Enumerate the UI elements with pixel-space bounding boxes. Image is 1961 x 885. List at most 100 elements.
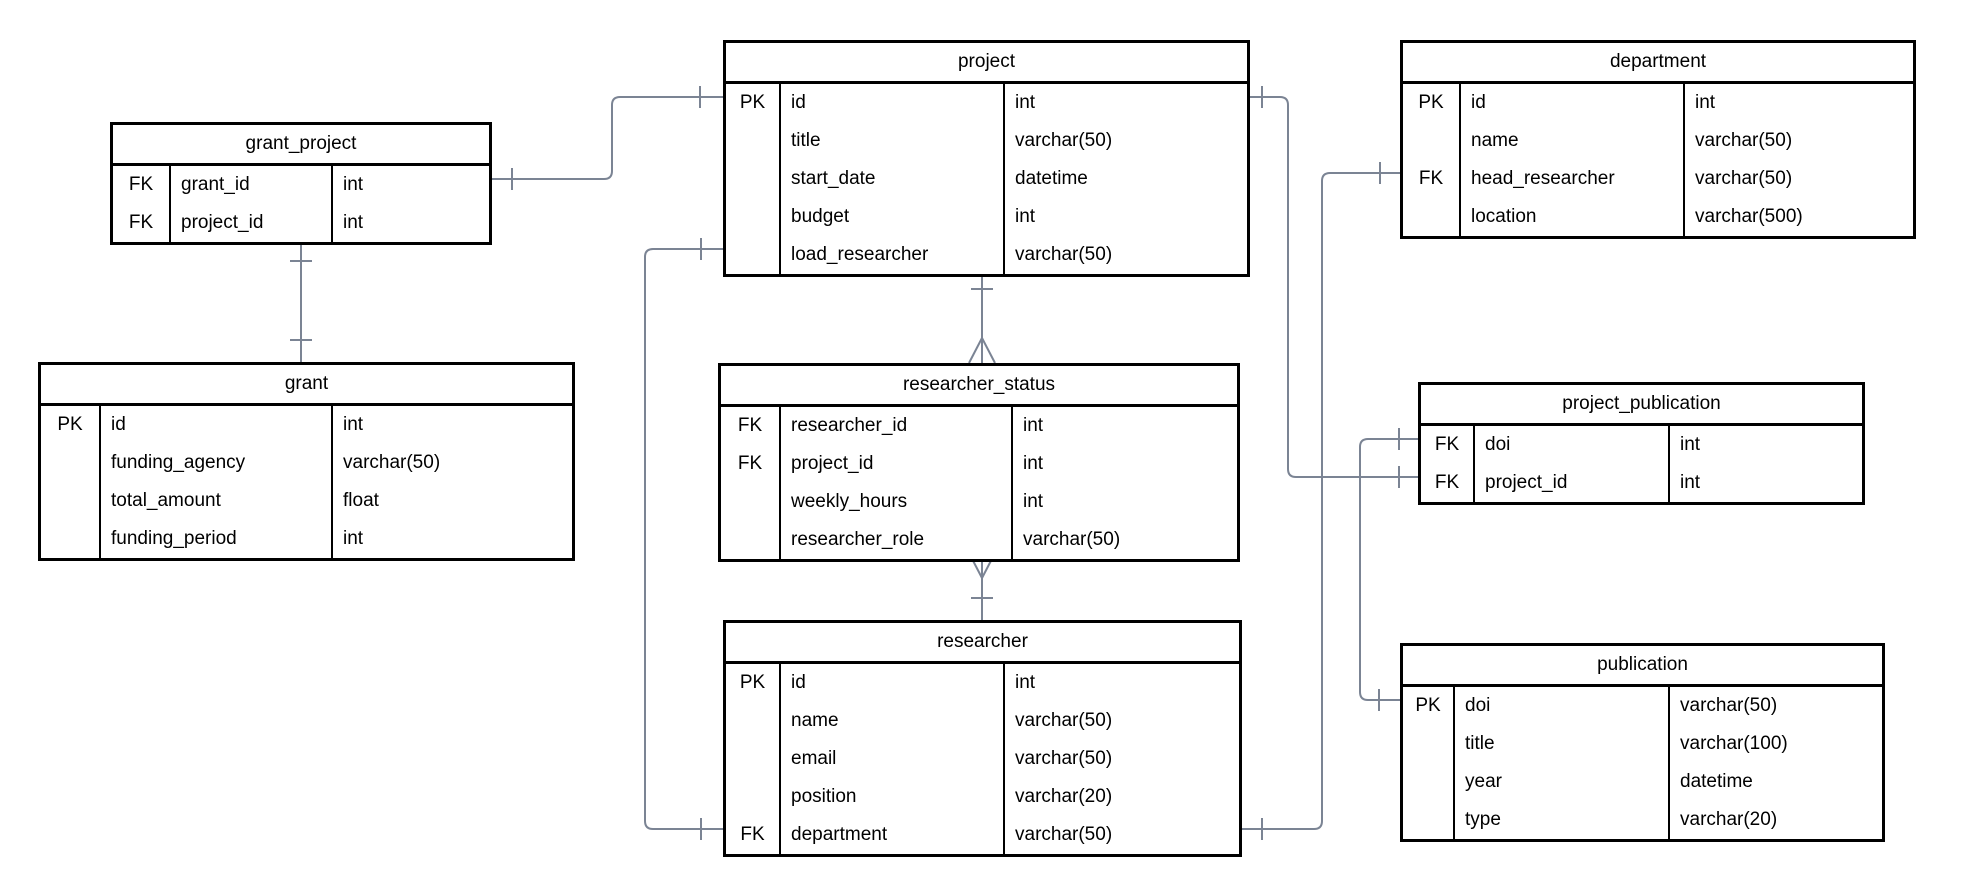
- column-type-cell: int: [1023, 415, 1044, 436]
- column-name-cell: researcher_id: [781, 407, 1013, 445]
- column-key-cell: FK: [721, 407, 781, 445]
- column-name-cell: funding_period: [101, 520, 333, 558]
- column-name-cell: name: [1461, 122, 1685, 160]
- column-key-cell: FK: [113, 204, 171, 242]
- table-row: weekly_hours int: [721, 483, 1237, 521]
- relationship-grant_project-grant: [290, 236, 312, 362]
- column-name-cell: department: [781, 816, 1005, 854]
- column-name-cell: name: [781, 702, 1005, 740]
- column-key-cell: [41, 444, 101, 482]
- column-name-cell: weekly_hours: [781, 483, 1013, 521]
- column-type-cell: varchar(50): [1015, 130, 1113, 151]
- relationship-department-researcher: [1242, 162, 1400, 840]
- connector-line: [1242, 172, 1400, 830]
- column-type-cell: varchar(50): [1015, 244, 1113, 265]
- column-name-cell: total_amount: [101, 482, 333, 520]
- column-key-cell: [721, 483, 781, 521]
- column-type-cell: int: [1015, 92, 1036, 113]
- relationship-publication-project_publication: [1359, 428, 1418, 711]
- connector-line: [492, 96, 723, 180]
- table-row: name varchar(50): [1403, 122, 1913, 160]
- column-type-cell: int: [1023, 491, 1044, 512]
- column-type-cell: varchar(50): [1680, 695, 1778, 716]
- relationship-grant_project-project: [492, 86, 723, 190]
- column-type-cell: varchar(50): [1695, 130, 1793, 151]
- table-title: department: [1403, 43, 1913, 84]
- column-key-cell: [41, 520, 101, 558]
- column-type-cell: int: [343, 528, 364, 549]
- column-key-cell: FK: [1421, 464, 1475, 502]
- column-type-cell: datetime: [1680, 771, 1753, 792]
- column-type-cell: varchar(50): [1015, 824, 1113, 845]
- table-row: name varchar(50): [726, 702, 1239, 740]
- column-key-cell: FK: [1421, 426, 1475, 464]
- table-title: researcher_status: [721, 366, 1237, 407]
- column-key-cell: [726, 236, 781, 274]
- column-name-cell: researcher_role: [781, 521, 1013, 559]
- connector-line: [1250, 96, 1418, 478]
- relationship-project-researcher_status: [968, 268, 996, 364]
- column-key-cell: PK: [726, 664, 781, 702]
- table-row: load_researcher varchar(50): [726, 236, 1247, 274]
- column-type-cell: varchar(50): [1015, 710, 1113, 731]
- column-name-cell: budget: [781, 198, 1005, 236]
- column-type-cell: varchar(20): [1680, 809, 1778, 830]
- cardinality-many-crow-foot: [968, 337, 983, 364]
- column-key-cell: [726, 740, 781, 778]
- relationship-project-project_publication: [1250, 86, 1418, 488]
- column-key-cell: [1403, 122, 1461, 160]
- connector-line: [1359, 438, 1418, 701]
- column-type-cell: int: [343, 174, 364, 195]
- table-title: project: [726, 43, 1247, 84]
- column-key-cell: [1403, 725, 1455, 763]
- column-type-cell: int: [1680, 472, 1701, 493]
- column-key-cell: [726, 160, 781, 198]
- column-key-cell: [726, 122, 781, 160]
- column-type-cell: datetime: [1015, 168, 1088, 189]
- column-key-cell: [41, 482, 101, 520]
- column-type-cell: varchar(50): [1015, 748, 1113, 769]
- column-name-cell: load_researcher: [781, 236, 1005, 274]
- column-type-cell: varchar(500): [1695, 206, 1803, 227]
- column-name-cell: doi: [1475, 426, 1670, 464]
- relationship-researcher_status-researcher: [968, 552, 996, 620]
- column-name-cell: location: [1461, 198, 1685, 236]
- table-title: grant: [41, 365, 572, 406]
- column-key-cell: PK: [726, 84, 781, 122]
- column-type-cell: int: [343, 414, 364, 435]
- column-type-cell: int: [1695, 92, 1716, 113]
- column-name-cell: id: [781, 84, 1005, 122]
- column-name-cell: start_date: [781, 160, 1005, 198]
- column-type-cell: int: [1015, 672, 1036, 693]
- column-key-cell: [721, 521, 781, 559]
- column-type-cell: varchar(50): [1695, 168, 1793, 189]
- table-row: funding_period int: [41, 520, 572, 558]
- table-title: grant_project: [113, 125, 489, 166]
- column-name-cell: id: [781, 664, 1005, 702]
- table-title: project_publication: [1421, 385, 1862, 426]
- column-name-cell: project_id: [781, 445, 1013, 483]
- column-key-cell: [1403, 198, 1461, 236]
- column-key-cell: FK: [726, 816, 781, 854]
- column-type-cell: int: [1023, 453, 1044, 474]
- column-name-cell: head_researcher: [1461, 160, 1685, 198]
